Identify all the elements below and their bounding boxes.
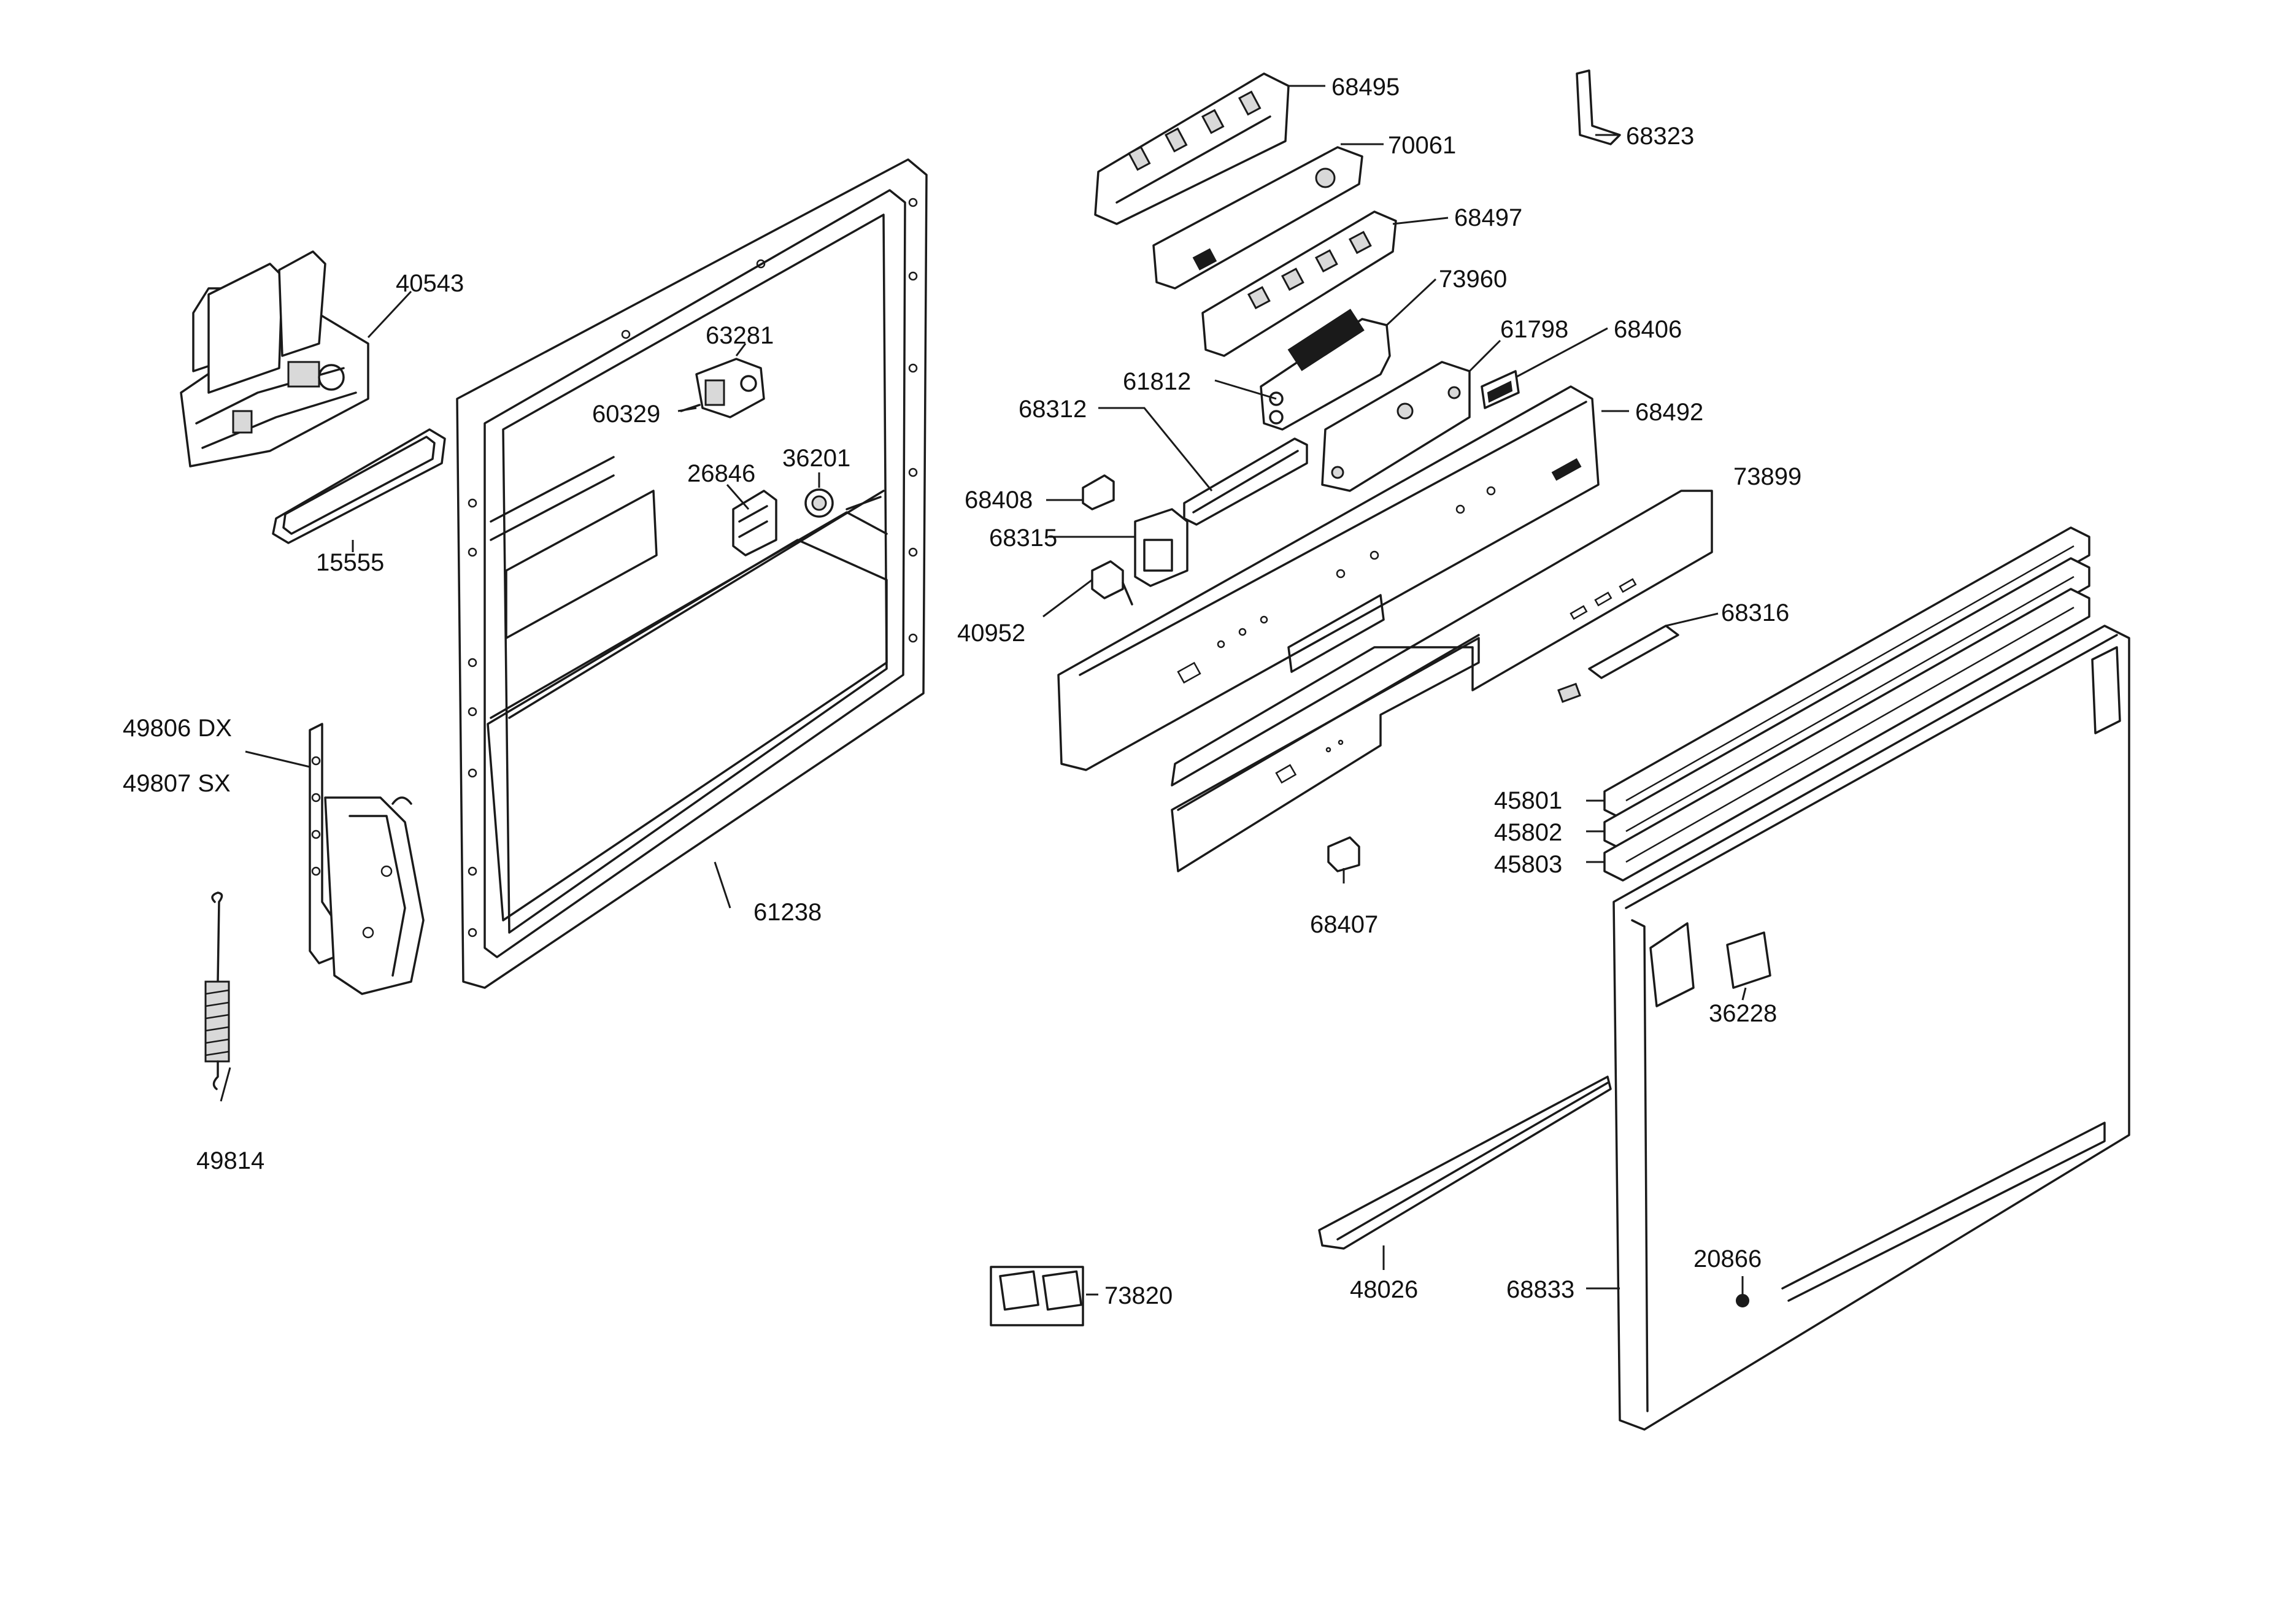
label-26846: 26846 <box>687 460 755 487</box>
electronic-module <box>1260 309 1391 431</box>
label-68312: 68312 <box>1019 396 1087 423</box>
push-buttons-strip <box>1557 625 1679 703</box>
label-63281: 63281 <box>706 322 774 349</box>
label-49807: 49807 SX <box>123 770 231 797</box>
leader-lines <box>220 85 1747 1296</box>
label-61798: 61798 <box>1500 316 1568 343</box>
label-48026: 48026 <box>1350 1276 1418 1303</box>
mounting-clip <box>732 490 777 556</box>
label-73820: 73820 <box>1104 1282 1173 1309</box>
part-labels: 68495 70061 68497 73960 61798 68406 6181… <box>123 74 1801 1309</box>
grommet <box>804 488 834 518</box>
label-73960: 73960 <box>1439 266 1507 293</box>
label-68316: 68316 <box>1721 599 1789 626</box>
label-45801: 45801 <box>1494 787 1562 814</box>
label-45803: 45803 <box>1494 851 1562 878</box>
door-inner-panel <box>456 158 928 989</box>
label-68497: 68497 <box>1454 204 1522 231</box>
label-36228: 36228 <box>1709 1000 1777 1027</box>
label-40543: 40543 <box>396 270 464 297</box>
detergent-dispenser <box>180 250 369 468</box>
spacer-plates <box>990 1266 1084 1326</box>
label-49814: 49814 <box>196 1147 264 1174</box>
label-49806: 49806 DX <box>123 715 232 742</box>
program-selector-board <box>1321 361 1471 492</box>
decor-foil <box>1171 490 1713 872</box>
display-holder <box>1201 210 1397 357</box>
push-button <box>1091 560 1133 606</box>
label-40952: 40952 <box>957 620 1025 647</box>
label-68406: 68406 <box>1614 316 1682 343</box>
filler-strips <box>1603 526 2090 882</box>
label-68315: 68315 <box>989 525 1057 552</box>
l-bracket <box>1576 69 1621 145</box>
label-20866: 20866 <box>1693 1245 1762 1272</box>
light-guide-handle <box>1183 437 1308 526</box>
control-pcb <box>1152 146 1363 290</box>
outer-door-panel <box>1612 625 2130 1431</box>
label-68833: 68833 <box>1506 1276 1574 1303</box>
button-cap <box>1327 836 1360 872</box>
label-61812: 61812 <box>1123 368 1191 395</box>
label-60329: 60329 <box>592 401 660 428</box>
dispenser-gasket <box>272 428 446 544</box>
control-panel-fascia <box>1057 385 1600 771</box>
control-housing-top <box>1094 72 1290 225</box>
label-68407: 68407 <box>1310 911 1378 938</box>
label-36201: 36201 <box>782 445 850 472</box>
door-hinge <box>309 723 425 995</box>
knob-holder <box>1082 474 1115 510</box>
indicator-lens <box>1481 370 1520 409</box>
bottom-rail <box>1318 1076 1612 1250</box>
label-70061: 70061 <box>1388 132 1456 159</box>
label-73899: 73899 <box>1733 463 1801 490</box>
label-61238: 61238 <box>753 899 822 926</box>
label-68408: 68408 <box>965 487 1033 514</box>
label-45802: 45802 <box>1494 819 1562 846</box>
label-68495: 68495 <box>1331 74 1400 101</box>
switch-housing <box>1134 508 1188 587</box>
hinge-spring <box>204 891 230 1090</box>
door-latch <box>680 358 765 418</box>
label-15555: 15555 <box>316 549 384 576</box>
label-68323: 68323 <box>1626 123 1694 150</box>
label-68492: 68492 <box>1635 399 1703 426</box>
